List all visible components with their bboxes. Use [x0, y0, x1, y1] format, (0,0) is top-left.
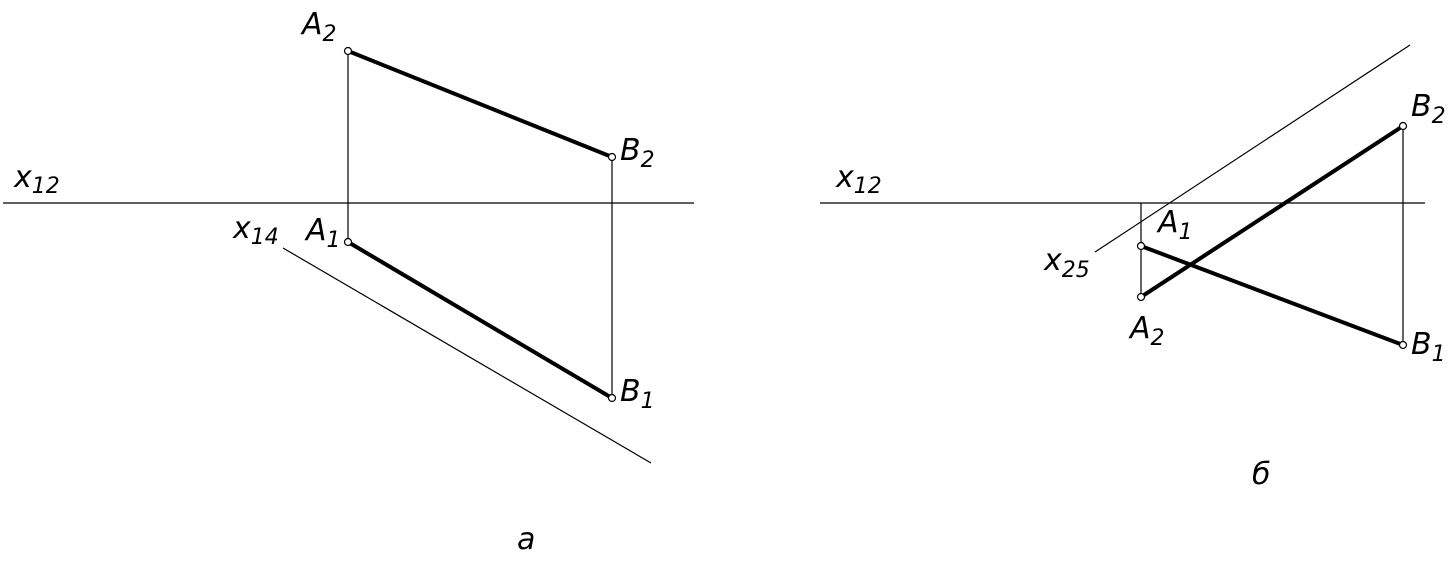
label-b1-a: B1 [620, 374, 655, 414]
segment-a1-b1 [346, 240, 614, 400]
label-a2-a: A2 [300, 7, 337, 47]
segment-a2-b2 [346, 49, 614, 159]
label-x12-a: x12 [13, 160, 60, 199]
segment-a1-b1-b [1139, 244, 1405, 347]
label-a1-a: A1 [304, 213, 341, 253]
figure-b: x12 x25 A1 A2 B2 B1 б [820, 44, 1446, 492]
axis-x14-line [282, 247, 652, 464]
point-a2 [343, 46, 353, 56]
point-b2-b [1398, 121, 1408, 131]
label-b1-b: B1 [1411, 327, 1446, 367]
label-x14: x14 [232, 211, 279, 250]
point-a2-b [1136, 292, 1146, 302]
point-a1 [343, 237, 353, 247]
point-b2 [607, 152, 617, 162]
label-a2-b: A2 [1128, 311, 1165, 351]
label-a1-b: A1 [1156, 205, 1193, 245]
figure-a: x12 x14 A2 B2 A1 B1 а [3, 7, 694, 557]
point-b1-b [1398, 340, 1408, 350]
label-x12-b: x12 [835, 160, 882, 199]
label-x25: x25 [1043, 243, 1090, 283]
caption-b: б [1252, 457, 1271, 492]
axis-x25-line [1094, 44, 1411, 253]
point-b1 [607, 393, 617, 403]
segment-a2-b2-b [1139, 124, 1405, 299]
label-b2-a: B2 [620, 133, 655, 173]
caption-a: а [517, 522, 535, 557]
label-b2-b: B2 [1411, 89, 1446, 129]
point-a1-b [1136, 241, 1146, 251]
